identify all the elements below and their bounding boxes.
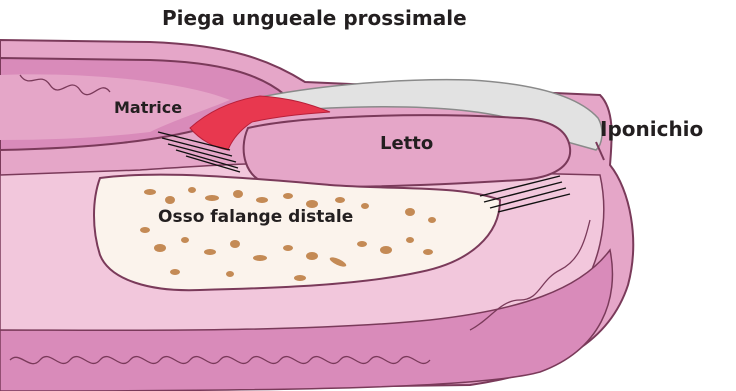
label-distal-phalanx: Osso falange distale — [158, 207, 353, 227]
label-proximal-nail-fold: Piega ungueale prossimale — [162, 6, 467, 30]
label-matrix: Matrice — [114, 98, 182, 117]
label-nail-bed: Letto — [380, 133, 433, 154]
label-hyponychium: Iponichio — [600, 117, 703, 141]
